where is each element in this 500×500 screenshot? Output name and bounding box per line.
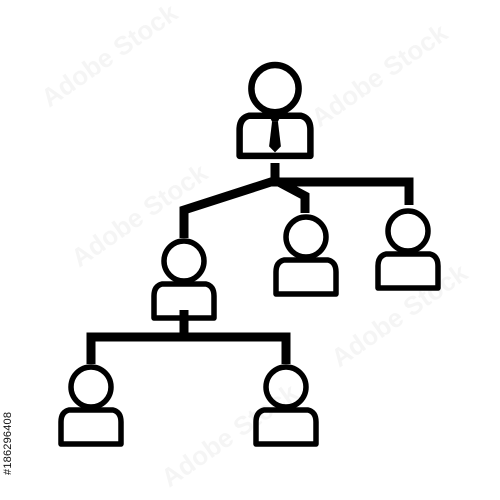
stock-id-label: #186296408 bbox=[2, 411, 14, 475]
connector-manager-lead bbox=[179, 175, 279, 238]
tie-blade bbox=[269, 121, 281, 153]
body-shape bbox=[151, 281, 217, 321]
team-lead-node bbox=[151, 238, 217, 321]
body-shape bbox=[273, 257, 339, 297]
body-shape bbox=[58, 407, 124, 447]
tie-icon bbox=[269, 115, 281, 153]
org-nodes bbox=[58, 61, 441, 447]
head-shape bbox=[385, 208, 431, 254]
head-shape bbox=[283, 214, 329, 260]
manager-node bbox=[236, 61, 314, 160]
body-shape bbox=[375, 251, 441, 291]
connector-lines bbox=[86, 163, 414, 364]
connector-manager-mid bbox=[272, 176, 310, 213]
employee-node bbox=[273, 214, 339, 297]
connector-bottom-bus bbox=[86, 332, 291, 364]
employee-node bbox=[253, 364, 319, 447]
employee-node bbox=[58, 364, 124, 447]
head-shape bbox=[263, 364, 309, 410]
head-shape bbox=[161, 238, 207, 284]
body-shape bbox=[236, 112, 314, 160]
body-shape bbox=[253, 407, 319, 447]
head-shape bbox=[68, 364, 114, 410]
head-shape bbox=[248, 61, 302, 116]
tie-knot bbox=[269, 115, 281, 122]
employee-node bbox=[375, 208, 441, 291]
connector-manager-right bbox=[270, 163, 414, 205]
